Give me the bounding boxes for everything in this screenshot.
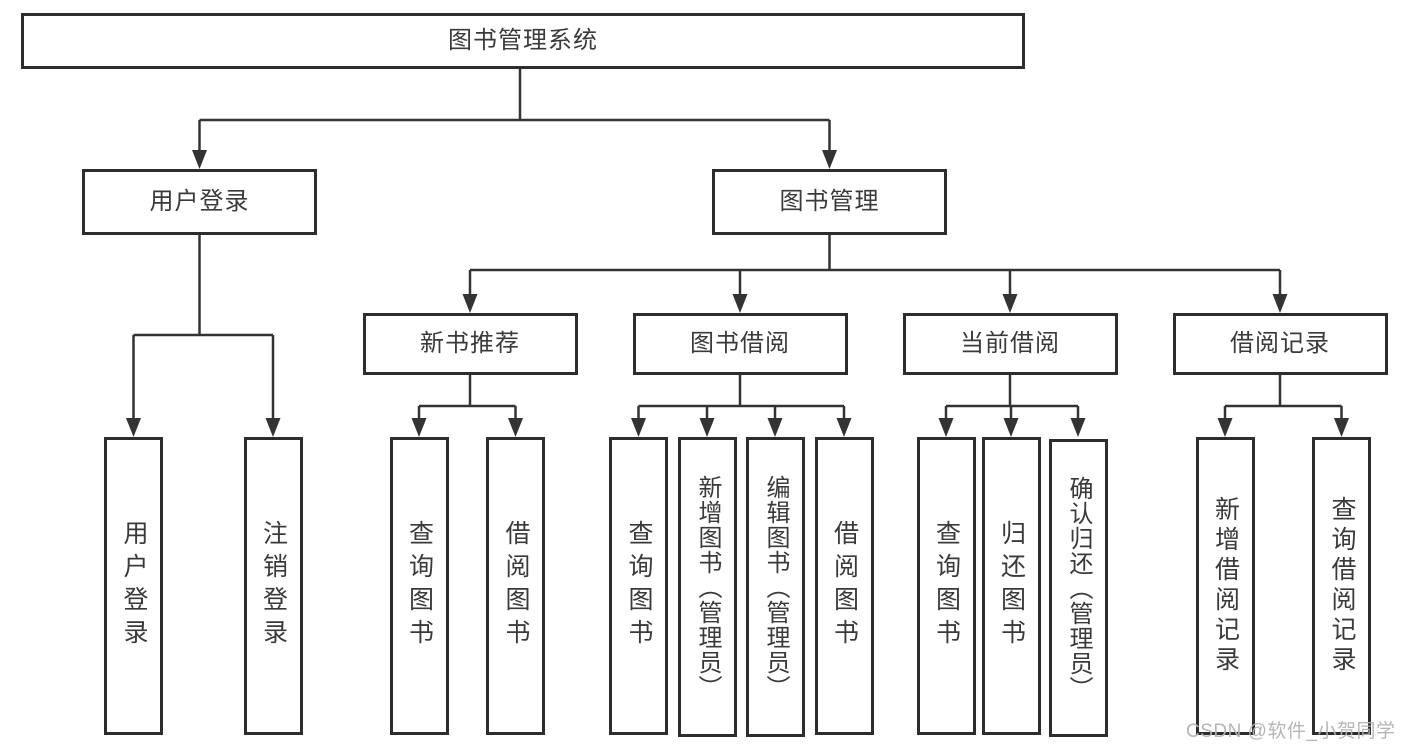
connector-borrow-to-children [637,375,846,421]
node-label: 查询图书 [625,520,653,652]
node-add-borrow-record: 新增借阅记录 [1195,437,1255,735]
node-label: 用户登录 [149,188,250,215]
node-label: 当前借阅 [960,330,1060,357]
node-query-books-current: 查询图书 [916,437,976,735]
node-user-login: 用户登录 [104,437,163,735]
arrowhead-icon [822,150,837,169]
node-label: 借阅记录 [1230,330,1330,357]
arrowhead-icon [1272,294,1288,313]
node-current-borrow: 当前借阅 [902,313,1118,375]
connector-mgmt-to-level3 [468,235,1282,297]
node-label: 查询借阅记录 [1328,496,1356,676]
connector-recommend-to-children [417,375,517,421]
arrowhead-icon [1003,418,1019,437]
node-label: 新增借阅记录 [1211,496,1240,676]
arrowhead-icon [508,418,523,437]
connector-lines [132,69,1343,421]
node-label: 查询图书 [405,520,434,652]
node-label: 查询图书 [932,520,961,652]
node-book-management-module: 图书管理 [712,169,947,235]
node-label: 用户登录 [120,520,148,652]
node-edit-books-admin: 编辑图书（管理员） [745,437,805,737]
node-label: 图书管理系统 [448,27,598,54]
node-borrow-records: 借阅记录 [1172,313,1388,375]
node-label: 编辑图书（管理员） [762,474,789,700]
node-borrow-books: 借阅图书 [814,437,874,735]
node-new-book-recommend: 新书推荐 [362,313,578,375]
node-borrow-books-recommend: 借阅图书 [486,437,545,735]
arrowhead-icon [836,418,852,437]
arrowhead-icon [631,418,646,437]
node-confirm-return-admin: 确认归还（管理员） [1048,439,1108,737]
node-logout: 注销登录 [243,437,303,735]
connector-login-to-children [132,235,275,421]
node-query-borrow-record: 查询借阅记录 [1312,437,1371,735]
node-return-books: 归还图书 [981,437,1041,735]
node-label: 新增图书（管理员） [694,474,721,700]
arrowhead-icon [1334,418,1349,437]
arrowhead-icon [1070,418,1086,437]
node-add-books-admin: 新增图书（管理员） [677,437,737,737]
node-library-system: 图书管理系统 [21,13,1025,69]
arrowhead-icon [192,150,207,169]
node-query-books-borrow: 查询图书 [609,437,668,735]
node-query-books-recommend: 查询图书 [389,437,449,735]
node-label: 确认归还（管理员） [1065,475,1092,701]
arrowhead-icon [126,418,141,437]
arrowhead-icon [1217,418,1233,437]
arrowhead-icon [732,294,748,313]
arrowhead-icon [462,294,478,313]
arrowhead-icon [938,418,954,437]
node-label: 注销登录 [259,520,288,652]
node-label: 借阅图书 [830,520,859,652]
connector-current-to-children [944,375,1080,421]
node-label: 新书推荐 [420,330,520,357]
node-label: 归还图书 [997,520,1026,652]
connector-records-to-children [1223,375,1343,421]
connector-root-to-level2 [198,69,831,153]
node-book-borrow: 图书借阅 [632,313,848,375]
csdn-watermark: CSDN @软件_小贺同学 [1186,721,1396,742]
node-label: 图书管理 [779,188,880,215]
arrowheads [126,150,1349,437]
arrowhead-icon [411,418,427,437]
node-label: 图书借阅 [690,330,790,357]
arrowhead-icon [699,418,715,437]
arrowhead-icon [1002,294,1018,313]
arrowhead-icon [767,418,783,437]
node-user-login-module: 用户登录 [82,169,317,235]
arrowhead-icon [265,418,281,437]
node-label: 借阅图书 [502,520,530,652]
